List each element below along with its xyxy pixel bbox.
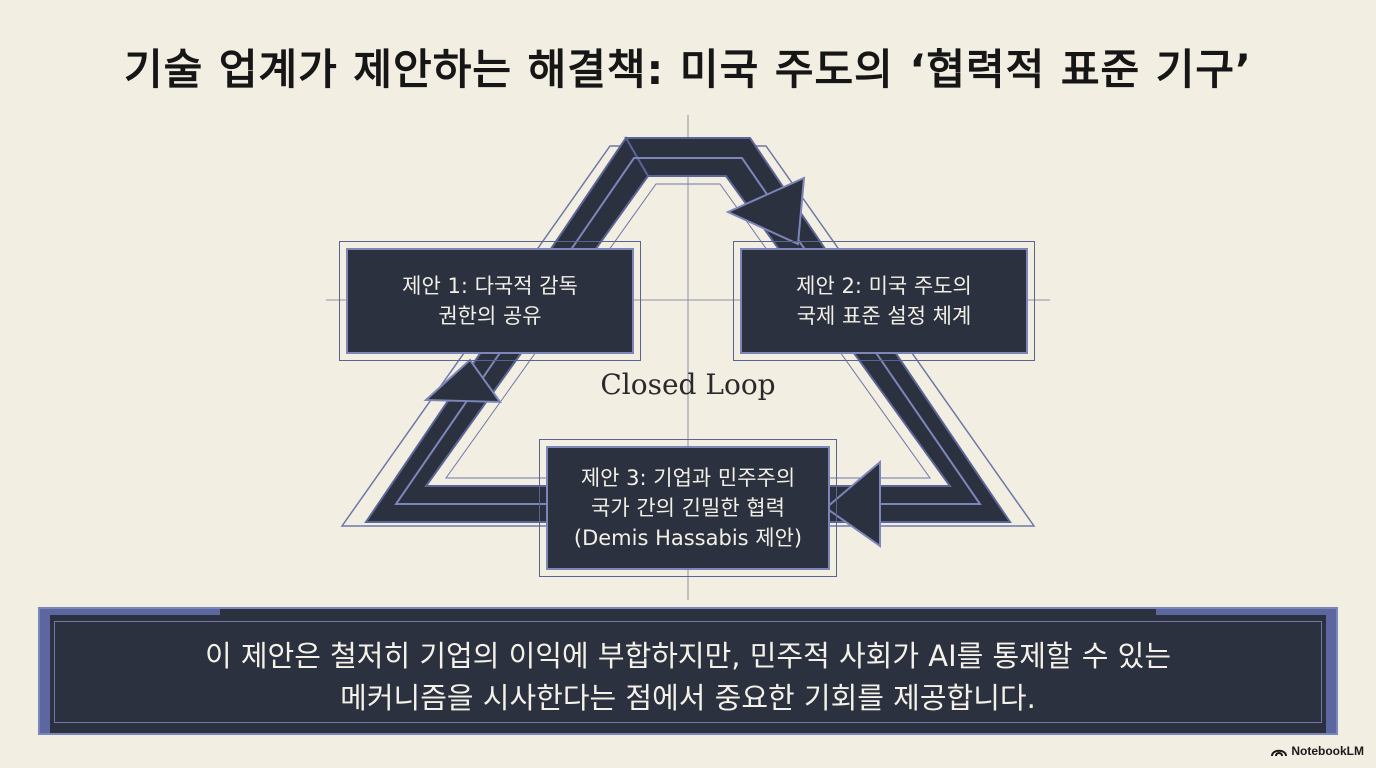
arrow-head-left: [423, 358, 502, 404]
banner-top-accent-left: [50, 609, 220, 615]
proposal-2-line-1: 제안 2: 미국 주도의: [796, 274, 972, 298]
proposal-2-box: 제안 2: 미국 주도의 국제 표준 설정 체계: [733, 241, 1035, 361]
banner-right-accent: [1326, 609, 1336, 733]
banner-left-accent: [40, 609, 50, 733]
banner-text: 이 제안은 철저히 기업의 이익에 부합하지만, 민주적 사회가 AI를 통제할…: [40, 635, 1336, 719]
proposal-3-line-3: (Demis Hassabis 제안): [573, 526, 803, 550]
loop-band: [364, 136, 1012, 523]
banner-top-accent-right: [1156, 609, 1326, 615]
closed-loop-label: Closed Loop: [600, 368, 776, 401]
proposal-3-box: 제안 3: 기업과 민주주의 국가 간의 긴밀한 협력 (Demis Hassa…: [539, 439, 837, 577]
proposal-3-line-2: 국가 간의 긴밀한 협력: [591, 496, 785, 520]
proposal-3-line-1: 제안 3: 기업과 민주주의: [580, 466, 796, 490]
notebooklm-logo-icon: [1271, 749, 1288, 757]
banner-line-2: 메커니즘을 시사한다는 점에서 중요한 기회를 제공합니다.: [340, 681, 1036, 715]
conclusion-banner: 이 제안은 철저히 기업의 이익에 부합하지만, 민주적 사회가 AI를 통제할…: [38, 607, 1338, 735]
proposal-2-line-2: 국제 표준 설정 체계: [796, 304, 972, 328]
loop-inner-outline: [445, 183, 931, 479]
proposal-1-line-2: 권한의 공유: [438, 304, 542, 328]
arrow-head-top-right: [725, 176, 806, 246]
page-title: 기술 업계가 제안하는 해결책: 미국 주도의 ‘협력적 표준 기구’: [123, 45, 1253, 94]
proposal-1-box: 제안 1: 다국적 감독 권한의 공유: [339, 241, 641, 361]
brand-label: NotebookLM: [1291, 744, 1364, 758]
proposal-1-line-1: 제안 1: 다국적 감독: [402, 274, 578, 298]
banner-line-1: 이 제안은 철저히 기업의 이익에 부합하지만, 민주적 사회가 AI를 통제할…: [204, 639, 1172, 673]
banner-inner-frame: [54, 621, 1322, 723]
arrow-head-bottom: [824, 459, 881, 548]
notebooklm-brand: NotebookLM: [1271, 744, 1364, 758]
